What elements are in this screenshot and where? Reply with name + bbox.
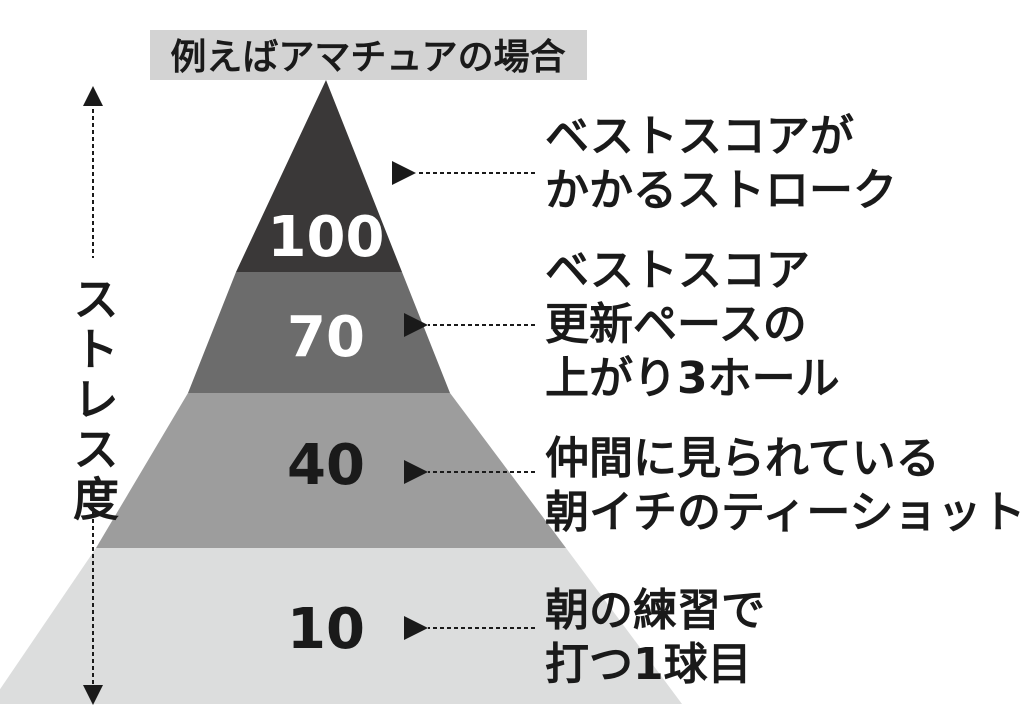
page-title: 例えばアマチュアの場合 <box>170 37 565 78</box>
description-line: 朝イチのティーショット <box>545 487 1024 538</box>
title-background <box>150 30 587 80</box>
description-line: 朝の練習で <box>545 585 765 636</box>
description-line: 打つ1球目 <box>545 639 752 690</box>
axis-label: ストレス度 <box>66 275 120 525</box>
level-numbers: 100 70 40 10 <box>268 205 385 662</box>
pyramid <box>0 80 682 704</box>
description-line: 更新ペースの <box>545 299 807 350</box>
descriptions: ベストスコアが かかるストローク ベストスコア 更新ペースの 上がり3ホール 仲… <box>545 111 1024 690</box>
description-line: ベストスコアが <box>545 111 854 162</box>
tier-100-band <box>236 80 402 272</box>
level-value-10: 10 <box>287 597 365 662</box>
tier-70-band <box>188 272 450 393</box>
level-description-40: 仲間に見られている 朝イチのティーショット <box>545 433 1024 538</box>
tier-10-band <box>0 548 682 704</box>
level-value-70: 70 <box>287 305 365 370</box>
description-line: かかるストローク <box>545 165 897 216</box>
tier-40-band <box>96 393 566 548</box>
pointer-arrows <box>392 161 535 640</box>
level-description-10: 朝の練習で 打つ1球目 <box>545 585 780 690</box>
description-line: ベストスコア <box>545 245 810 296</box>
axis-arrow-down-icon <box>83 685 103 705</box>
axis-arrow-up-icon <box>83 86 103 106</box>
description-line: 仲間に見られている <box>545 433 940 484</box>
description-line: 上がり3ホール <box>545 353 840 404</box>
level-description-100: ベストスコアが かかるストローク <box>545 111 897 216</box>
stress-axis: ストレス度 <box>66 86 120 705</box>
level-value-40: 40 <box>287 433 365 498</box>
level-description-70: ベストスコア 更新ペースの 上がり3ホール <box>545 245 840 404</box>
title-group: 例えばアマチュアの場合 <box>150 30 587 80</box>
level-value-100: 100 <box>268 205 385 270</box>
